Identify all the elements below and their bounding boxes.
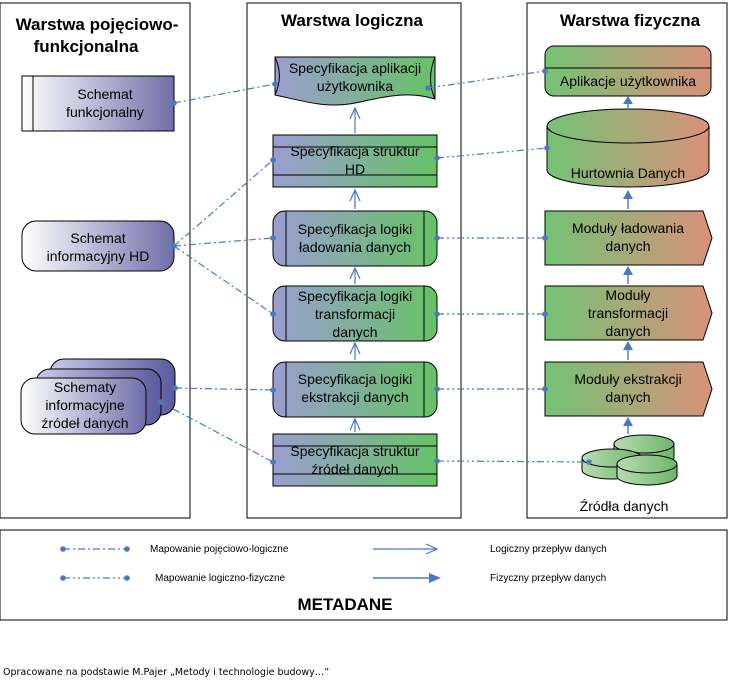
logical-layer-title: Warstwa logiczna [281,11,424,30]
source-struct-spec-box: Specyfikacja struktur źródeł danych [272,433,438,487]
mapping-line [174,387,274,391]
info-schema-dw-box: Schemat informacyjny HD [21,220,175,272]
physical-layer-title: Warstwa fizyczna [560,11,701,30]
info-schema-dw-label-1: Schemat [70,230,125,246]
extract-logic-spec-label-2: ekstrakcji danych [301,389,408,405]
load-modules-pentagon: Moduły ładowania danych [544,210,713,266]
transform-modules-label-2: transformacji [588,305,668,321]
mapping-line [173,245,274,315]
physical-flow-arrows [623,96,633,434]
data-sources-label: Źródła danych [580,498,669,514]
legend-logical-flow: Logiczny przepływ danych [373,543,607,555]
user-apps-box: Aplikacje użytkownika [544,45,712,97]
extract-logic-spec-label-1: Specyfikacja logiki [298,371,412,387]
user-apps-label: Aplikacje użytkownika [560,73,696,89]
load-logic-spec-label-1: Specyfikacja logiki [298,221,412,237]
source-info-schemas-label-1: Schematy [54,379,116,395]
load-logic-spec-label-2: ładowania danych [299,239,411,255]
source-info-schemas-stack: Schematy informacyjne źródeł danych [20,358,176,435]
data-sources-disks: Źródła danych [580,434,678,514]
conceptual-logical-mappings [157,81,278,465]
physical-flow-arrow [623,190,633,209]
physical-flow-arrow [623,341,633,360]
dw-struct-spec-label-2: HD [345,161,365,177]
app-spec-label-1: Specyfikacja aplikacji [289,60,421,76]
source-info-schemas-label-3: źródeł danych [41,415,128,431]
transform-logic-spec-label-3: danych [332,324,377,340]
mapping-line [436,460,590,463]
conceptual-layer-title-2: funkcjonalna [34,37,139,56]
load-modules-label-2: danych [605,238,650,254]
dw-struct-spec-box: Specyfikacja struktur HD [272,134,438,188]
functional-schema-box: Schemat funkcjonalny [21,75,175,132]
mapping-line [173,83,276,104]
source-struct-spec-label-1: Specyfikacja struktur [290,443,419,459]
logical-physical-mappings [425,68,592,465]
legend-physical-flow: Fizyczny przepływ danych [373,573,606,584]
mapping-line [173,237,274,247]
physical-flow-arrow [623,417,633,434]
physical-flow-arrow [623,266,633,284]
mapping-line [173,159,274,247]
transform-logic-spec-box: Specyfikacja logiki transformacji danych [272,285,438,342]
extract-modules-label-1: Moduły ekstrakcji [574,371,681,387]
legend-logical-physical: Mapowanie logiczno-fizyczne [60,573,286,584]
extract-modules-label-2: danych [605,389,650,405]
transform-logic-spec-label-1: Specyfikacja logiki [298,288,412,304]
data-warehouse-label: Hurtownia Danych [571,165,685,181]
functional-schema-label-1: Schemat [77,86,132,102]
mapping-line [159,401,274,463]
transform-modules-label-3: danych [605,323,650,339]
load-modules-label-1: Moduły ładowania [572,220,684,236]
metadata-title: METADANE [297,595,392,614]
load-logic-spec-box: Specyfikacja logiki ładowania danych [272,210,438,267]
metadata-legend-panel [0,529,728,621]
dw-struct-spec-label-1: Specyfikacja struktur [290,143,419,159]
data-warehouse-cylinder: Hurtownia Danych [546,108,710,188]
source-caption: Opracowane na podstawie M.Pajer „Metody … [3,667,329,678]
mapping-line [436,147,548,159]
conceptual-layer-title-1: Warstwa pojęciowo- [16,15,179,34]
transform-modules-pentagon: Moduły transformacji danych [544,285,713,341]
legend-physical-flow-label: Fizyczny przepływ danych [490,573,606,584]
app-spec-label-2: użytkownika [317,78,393,94]
legend-conceptual-logical: Mapowanie pojęciowo-logiczne [60,544,289,555]
info-schema-dw-label-2: informacyjny HD [47,248,150,264]
transform-modules-label-1: Moduły [605,287,650,303]
transform-logic-spec-label-2: transformacji [315,306,395,322]
legend-conceptual-logical-label: Mapowanie pojęciowo-logiczne [150,544,289,555]
source-struct-spec-label-2: źródeł danych [311,461,398,477]
legend-logical-flow-label: Logiczny przepływ danych [490,544,607,555]
extract-modules-pentagon: Moduły ekstrakcji danych [544,361,713,417]
source-info-schemas-label-2: informacyjne [45,397,125,413]
physical-flow-arrow [623,96,633,110]
legend-logical-physical-label: Mapowanie logiczno-fizyczne [155,573,286,584]
app-spec-document: Specyfikacja aplikacji użytkownika [274,56,436,106]
functional-schema-label-2: funkcjonalny [66,104,144,120]
extract-logic-spec-box: Specyfikacja logiki ekstrakcji danych [272,361,438,418]
